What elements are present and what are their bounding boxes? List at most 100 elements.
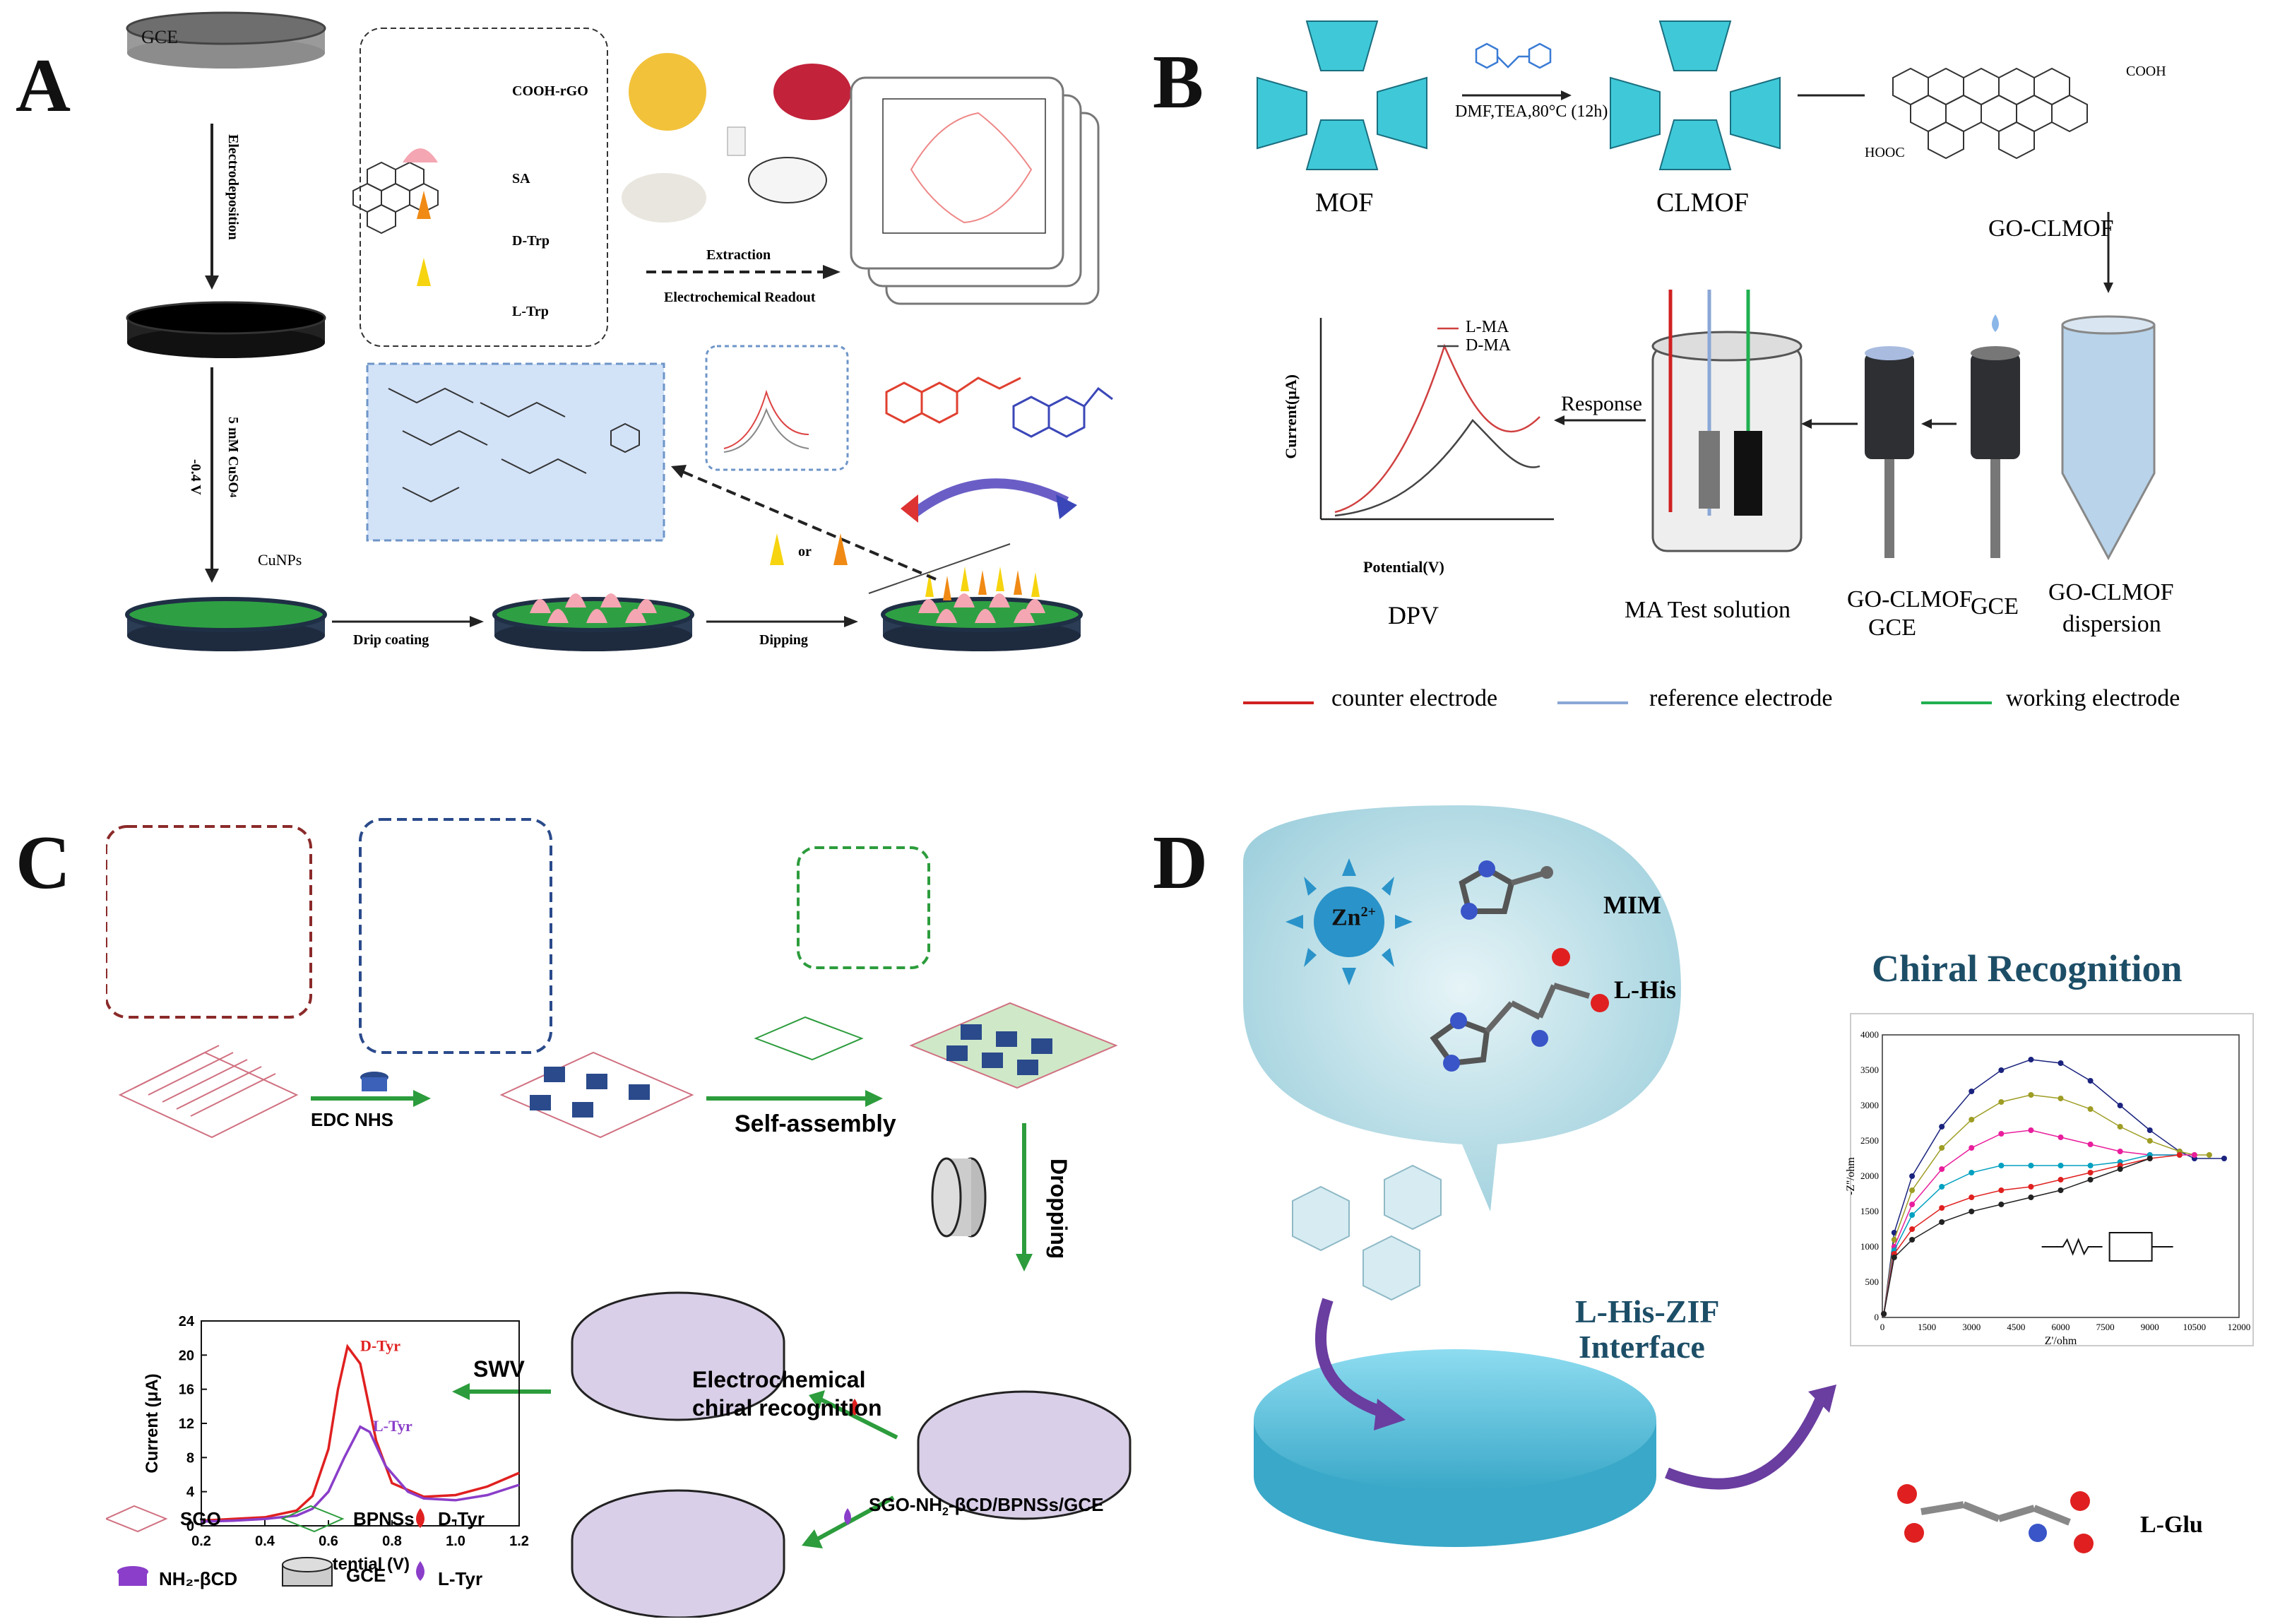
swv-y-tick-label: 8 <box>186 1450 194 1466</box>
nyquist-point <box>1939 1205 1945 1211</box>
clmof-label: CLMOF <box>1656 188 1749 218</box>
legend-l-tyr: L-Tyr <box>438 1568 483 1589</box>
legend-sa: SA <box>512 171 530 186</box>
swv-ylabel: Current (μA) <box>143 1373 162 1473</box>
nyquist-y-tick-label: 4000 <box>1860 1029 1879 1040</box>
nyquist-x-tick-label: 6000 <box>2052 1322 2070 1332</box>
milk-icon <box>727 126 746 156</box>
nyquist-series-line <box>1883 1059 2224 1315</box>
electrodeposition-label: Electrodeposition <box>225 134 241 240</box>
gce-label-b: GCE <box>1971 593 2019 620</box>
nyquist-point <box>1909 1237 1916 1243</box>
panel-b-graphics <box>1243 20 2156 704</box>
nyquist-point <box>1969 1209 1975 1214</box>
legend-d-tyr: D-Tyr <box>438 1508 485 1529</box>
nyquist-x-tick-label: 7500 <box>2096 1322 2115 1332</box>
nyquist-series-line <box>1883 1094 2209 1315</box>
speech-bubble <box>1243 805 1681 1211</box>
nyquist-point <box>2176 1152 2183 1158</box>
swv-y-tick-label: 0 <box>186 1519 194 1534</box>
potential-label: -0.4 V <box>188 459 203 495</box>
chiral-recognition-title: Chiral Recognition <box>1872 947 2183 990</box>
swv-series-line <box>201 1344 520 1522</box>
panel-b: MOF CLMOF GO-CLMOF DMF,TEA,80°C (12h) CO… <box>1243 7 2274 728</box>
legend-bpns: BPNSs <box>353 1508 415 1529</box>
extraction-label: Extraction <box>706 247 771 263</box>
dispersion-label-2: dispersion <box>2062 611 2161 637</box>
nyquist-point <box>2087 1106 2094 1112</box>
or-label: or <box>798 544 812 559</box>
conditions-label: DMF,TEA,80°C (12h) <box>1455 102 1608 121</box>
l-glu-label: L-Glu <box>2140 1512 2203 1538</box>
nyquist-point <box>2058 1187 2064 1193</box>
nyquist-point <box>2028 1184 2034 1190</box>
nyquist-x-tick-label: 12000 <box>2228 1322 2251 1332</box>
cuso4-label: 5 mM CuSO4 <box>225 417 241 498</box>
nyquist-x-tick-label: 10500 <box>2183 1322 2207 1332</box>
nyquist-point <box>2147 1156 2153 1161</box>
legend-gce: GCE <box>346 1565 386 1586</box>
l-his-molecule-icon <box>1430 948 1609 1072</box>
nyquist-point <box>1881 1311 1887 1317</box>
nyquist-point <box>1998 1067 2005 1073</box>
swv-y-tick-label: 16 <box>179 1382 194 1398</box>
cunps-disk <box>125 597 327 651</box>
zif-interface-label-2: Interface <box>1579 1329 1705 1365</box>
nyquist-point <box>1998 1131 2005 1137</box>
dpv-legend-dma: D-MA <box>1466 336 1511 355</box>
nyquist-x-tick-label: 0 <box>1880 1322 1885 1332</box>
panel-a: GCE Electrodeposition 5 mM CuSO4 -0.4 V … <box>106 7 1123 706</box>
panel-label-b: B <box>1153 40 1204 124</box>
legend-cooh-rgo: COOH-rGO <box>512 83 588 99</box>
swv-x-tick-label: 0.6 <box>319 1534 338 1549</box>
swv-x-tick-label: 0.8 <box>382 1534 402 1549</box>
nyquist-point <box>2028 1127 2034 1133</box>
electrode-dome-top <box>571 1291 785 1421</box>
nyquist-point <box>1939 1219 1945 1225</box>
nyquist-point <box>2028 1195 2034 1200</box>
dpv-ylabel: Current(μA) <box>1282 374 1300 459</box>
panel-label-c: C <box>16 821 71 905</box>
zn-label: Zn2+ <box>1331 904 1376 931</box>
nyquist-axes-frame <box>1882 1034 2240 1318</box>
nyquist-point <box>2191 1152 2197 1158</box>
nyquist-point <box>2087 1142 2094 1147</box>
rgo-molecule-icon <box>352 161 439 235</box>
swv-series-label: D-Tyr <box>360 1336 400 1354</box>
cunps-label: CuNPs <box>258 551 302 569</box>
nyquist-point <box>2147 1127 2153 1133</box>
dropping-label: Dropping <box>1046 1158 1071 1260</box>
nyquist-point <box>1969 1170 1975 1175</box>
swv-x-tick-label: 1.0 <box>446 1534 465 1549</box>
zif-interface-label-1: L-His-ZIF <box>1575 1293 1720 1329</box>
echem-label-1: Electrochemical <box>692 1367 866 1392</box>
readout-label: Electrochemical Readout <box>664 290 816 305</box>
dispersion-tube <box>2061 315 2156 561</box>
sgo-sheet <box>118 1045 299 1139</box>
nyquist-point <box>2058 1163 2064 1168</box>
electrode-dome-center <box>917 1390 1132 1520</box>
hooc-label: HOOC <box>1865 145 1905 160</box>
nyquist-x-tick-label: 9000 <box>2141 1322 2159 1332</box>
nyquist-point <box>2221 1156 2227 1161</box>
nh2-bcd-icon <box>360 1072 388 1091</box>
nyquist-point <box>1998 1099 2005 1105</box>
legend-sgo: SGO <box>180 1508 221 1529</box>
go-clmof-gce-label-1: GO-CLMOF <box>1847 586 1973 612</box>
nyquist-y-tick-label: 1000 <box>1860 1241 1879 1252</box>
mim-molecule-icon <box>1459 860 1553 920</box>
self-assembly-label: Self-assembly <box>735 1110 896 1137</box>
nyquist-y-tick-label: 500 <box>1865 1276 1880 1287</box>
nyquist-point <box>2058 1060 2064 1066</box>
zn-ion-icon <box>1286 858 1413 985</box>
nyquist-point <box>1969 1195 1975 1200</box>
dpv-xlabel: Potential(V) <box>1363 558 1444 576</box>
go-clmof-gce-electrode <box>1865 346 1914 558</box>
legend-d-trp: D-Trp <box>512 233 550 249</box>
nyquist-point <box>1998 1163 2005 1168</box>
nyquist-point <box>1909 1187 1916 1193</box>
nyquist-point <box>1909 1226 1916 1232</box>
swv-series-label: L-Tyr <box>373 1417 412 1435</box>
